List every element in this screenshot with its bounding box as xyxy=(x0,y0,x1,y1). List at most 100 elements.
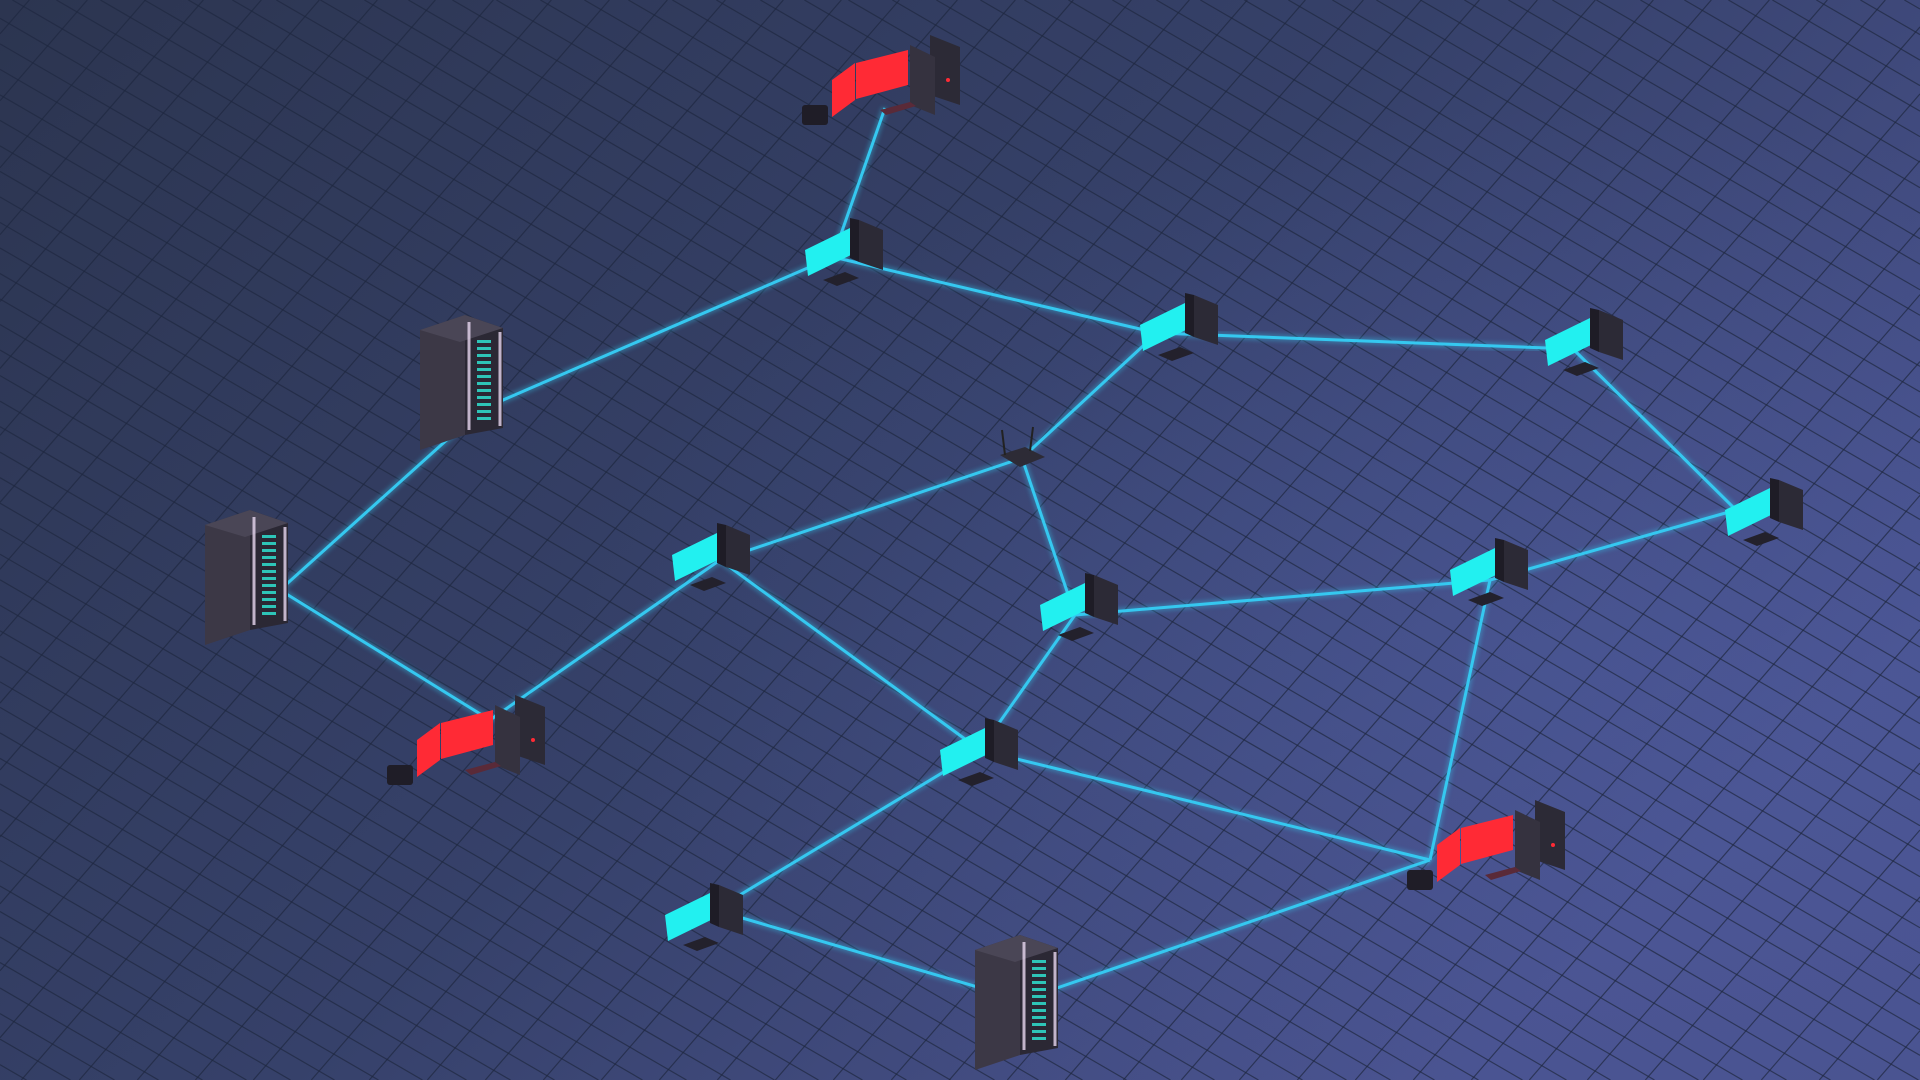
external-drive xyxy=(387,765,413,785)
rack-led-icon xyxy=(477,417,491,420)
monitor-screen xyxy=(441,710,493,759)
pc-tower-side xyxy=(1495,538,1504,582)
workstation-node[interactable] xyxy=(1545,308,1623,376)
rack-led-icon xyxy=(477,403,491,406)
grid-line xyxy=(0,911,291,1080)
keyboard xyxy=(1058,627,1094,641)
rack-led-icon xyxy=(1032,974,1046,977)
network-links xyxy=(277,106,1739,1004)
grid-line xyxy=(0,426,1127,1080)
rack-led-icon xyxy=(477,368,491,371)
router-node[interactable] xyxy=(1000,426,1045,467)
grid-line xyxy=(1122,160,1920,1080)
rack-led-icon xyxy=(262,584,276,587)
rack-led-icon xyxy=(477,340,491,343)
grid-line xyxy=(100,0,1920,1056)
grid-line xyxy=(0,0,262,302)
grid-line xyxy=(1596,0,1920,189)
pc-tower-side xyxy=(1590,308,1599,352)
grid-line xyxy=(484,0,1422,1080)
grid-line xyxy=(1238,294,1920,1080)
workstation-node[interactable] xyxy=(940,718,1018,786)
rack-top xyxy=(975,935,1058,962)
grid-line xyxy=(188,0,1920,1005)
grid-line xyxy=(1470,561,1920,1080)
grid-line xyxy=(56,0,1919,1080)
network-link xyxy=(1020,457,1077,616)
rack-led-icon xyxy=(477,375,491,378)
grid-line xyxy=(0,298,1347,1080)
compromised-workstation-node[interactable] xyxy=(802,35,960,125)
server-rack-node[interactable] xyxy=(205,510,288,645)
grid-line xyxy=(980,0,1920,546)
monitor-screen xyxy=(665,893,713,941)
grid-line xyxy=(1586,695,1920,1080)
workstation-node[interactable] xyxy=(1040,573,1118,641)
keyboard xyxy=(1485,867,1521,880)
monitor-screen xyxy=(832,63,855,117)
network-link xyxy=(279,588,491,722)
keyboard xyxy=(683,937,719,951)
rack-led-icon xyxy=(1032,1023,1046,1026)
monitor-screen xyxy=(1140,303,1188,351)
grid-line xyxy=(716,0,1920,699)
compromised-workstation-node[interactable] xyxy=(387,695,545,785)
grid-line xyxy=(0,68,1743,1080)
pc-tower xyxy=(1094,575,1118,625)
grid-line xyxy=(1552,0,1920,214)
pc-tower xyxy=(1194,295,1218,345)
grid-line xyxy=(0,0,436,503)
workstation-node[interactable] xyxy=(665,883,743,951)
monitor-screen xyxy=(940,728,988,776)
grid-line xyxy=(232,0,1920,980)
network-link xyxy=(719,456,1023,562)
status-led-icon xyxy=(531,738,535,742)
grid-line xyxy=(12,0,1875,1080)
grid-line xyxy=(0,885,335,1080)
grid-line xyxy=(0,528,951,1080)
grid-line xyxy=(368,0,1306,1080)
rack-side xyxy=(420,315,465,450)
grid-line xyxy=(0,0,146,169)
pc-tower-side xyxy=(1770,478,1779,522)
grid-line xyxy=(0,553,907,1080)
workstation-node[interactable] xyxy=(1140,293,1218,361)
grid-line xyxy=(452,0,1920,852)
rack-led-icon xyxy=(1032,995,1046,998)
grid-line xyxy=(1376,0,1920,316)
grid-line xyxy=(0,732,599,1080)
rack-top xyxy=(205,510,288,537)
rack-led-icon xyxy=(1032,988,1046,991)
workstation-node[interactable] xyxy=(1450,538,1528,606)
pc-tower xyxy=(726,525,750,575)
grid-line xyxy=(716,0,1654,1080)
rack-led-icon xyxy=(1032,981,1046,984)
grid-line xyxy=(0,655,731,1080)
pc-tower xyxy=(1515,810,1540,880)
grid-line xyxy=(364,0,1920,903)
keyboard xyxy=(1158,347,1194,361)
network-link xyxy=(1489,508,1737,582)
rack-top xyxy=(420,315,503,342)
grid-line xyxy=(892,0,1920,597)
compromised-workstation-node[interactable] xyxy=(1407,800,1565,890)
server-rack-node[interactable] xyxy=(975,935,1058,1070)
pc-tower-side xyxy=(850,218,859,262)
grid-line xyxy=(0,630,775,1080)
pc-tower-side xyxy=(1085,573,1094,617)
workstation-node[interactable] xyxy=(1725,478,1803,546)
grid-line xyxy=(194,0,1132,1080)
workstation-node[interactable] xyxy=(672,523,750,591)
status-led-icon xyxy=(1551,843,1555,847)
workstation-node[interactable] xyxy=(805,218,883,286)
rack-led-icon xyxy=(477,354,491,357)
router-body xyxy=(1000,447,1045,467)
grid-line xyxy=(658,0,1596,1080)
grid-line xyxy=(0,604,819,1080)
grid-line xyxy=(1760,896,1920,1080)
rack-led-icon xyxy=(262,570,276,573)
grid-line xyxy=(0,17,1831,1080)
grid-line xyxy=(0,451,1083,1080)
server-rack-node[interactable] xyxy=(420,315,503,450)
network-link xyxy=(1020,331,1159,460)
